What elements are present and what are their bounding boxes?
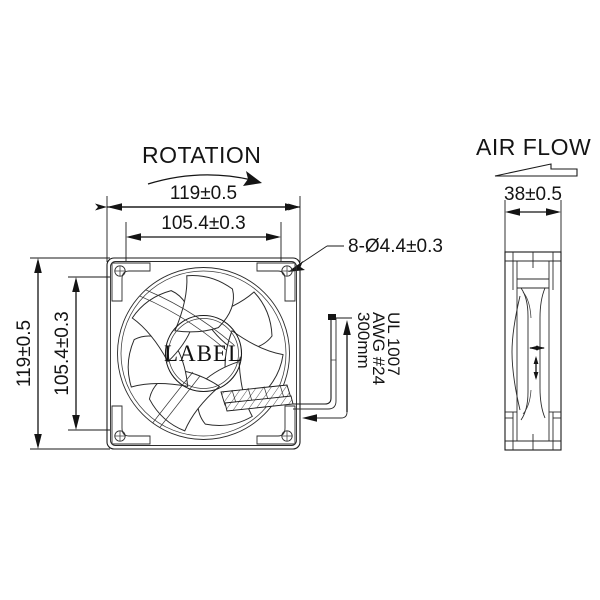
dimension-width-hole-pitch-text: 105.4±0.3 bbox=[161, 213, 245, 234]
fan-frame bbox=[106, 257, 301, 450]
hole-callout: 8-Ø4.4±0.3 bbox=[288, 236, 443, 272]
mounting-hole-top-right bbox=[281, 265, 293, 277]
rotation-arc-icon bbox=[147, 171, 262, 186]
dimension-height-hole-pitch-text: 105.4±0.3 bbox=[52, 311, 73, 395]
dimension-width-overall: 119±0.5 bbox=[95, 183, 300, 211]
fan-hub: LABEL bbox=[164, 314, 243, 393]
fan-side-view bbox=[504, 251, 562, 451]
mounting-hole-bottom-left bbox=[114, 430, 126, 442]
mounting-corner-pads bbox=[111, 262, 296, 445]
mounting-holes bbox=[114, 265, 293, 442]
wire-spec-line1: UL 1007 bbox=[384, 312, 403, 376]
left-dimension-extension-lines bbox=[30, 257, 110, 450]
front-view-heading: ROTATION bbox=[142, 142, 261, 168]
hole-callout-text: 8-Ø4.4±0.3 bbox=[348, 236, 443, 257]
air-flow-arrow-icon bbox=[494, 163, 578, 177]
dimension-height-hole-pitch: 105.4±0.3 bbox=[52, 277, 80, 430]
wire-length-dimension bbox=[302, 317, 352, 422]
dimension-depth-text: 38±0.5 bbox=[504, 184, 562, 205]
dimension-width-overall-text: 119±0.5 bbox=[170, 183, 237, 204]
wire-spec-line2: AWG #24 bbox=[369, 312, 388, 385]
wire-route bbox=[293, 314, 337, 410]
dimension-height-overall: 119±0.5 bbox=[14, 258, 42, 449]
dimension-height-overall-text: 119±0.5 bbox=[14, 320, 35, 387]
dimension-width-hole-pitch: 105.4±0.3 bbox=[126, 213, 281, 241]
mounting-hole-bottom-right bbox=[281, 430, 293, 442]
mounting-hole-top-left bbox=[114, 265, 126, 277]
wire-spec-text: UL 1007 AWG #24 300mm bbox=[354, 312, 403, 385]
wire-spec-line3: 300mm bbox=[354, 312, 373, 369]
side-internal-dimension-marks bbox=[529, 345, 545, 380]
fan-hub-label-text: LABEL bbox=[164, 341, 243, 366]
fan-bore-circle bbox=[117, 267, 290, 440]
side-view-heading: AIR FLOW bbox=[476, 134, 591, 160]
dimension-depth: 38±0.5 bbox=[504, 184, 562, 256]
